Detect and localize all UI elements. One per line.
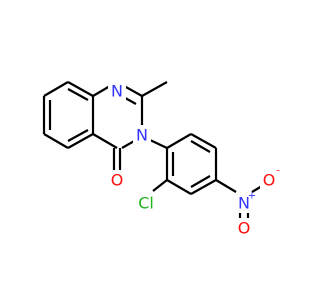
atom-n3: N [136, 126, 148, 145]
atom-n-nitro: N [238, 194, 250, 213]
ring-bond [92, 85, 111, 97]
label-mask [133, 125, 151, 145]
label-mask [260, 170, 278, 190]
double-bond-inner [190, 140, 211, 153]
atom-n1: N [111, 82, 123, 101]
atom-label-layer: N N O Cl N + O - O [108, 81, 280, 238]
double-bond-inner [190, 175, 211, 188]
label-mask [108, 81, 126, 101]
structure-canvas: N N O Cl N + O - O [42, 81, 280, 238]
atom-o-nitro-right: O [263, 171, 276, 190]
nitro-o-charge: - [276, 166, 280, 177]
ring-bond [166, 133, 192, 149]
label-mask [108, 170, 126, 190]
atom-o-carbonyl: O [111, 171, 124, 190]
atom-cl: Cl [138, 194, 154, 213]
label-mask [235, 218, 253, 238]
atom-o-nitro-down: O [238, 219, 251, 238]
molecule-diagram: N N O Cl N + O - O [42, 81, 280, 238]
label-mask [235, 193, 253, 213]
aryl-bond [149, 139, 168, 149]
nitro-n-charge: + [248, 191, 256, 202]
methyl-bond [141, 81, 168, 97]
ring-bond [123, 85, 143, 97]
double-bond-inner [67, 129, 89, 142]
ring-bond [166, 179, 192, 195]
ring-bond [92, 133, 118, 149]
double-bond-inner [67, 88, 89, 101]
ring-bond [43, 81, 69, 97]
chloro-bond [152, 179, 168, 192]
ring-bond [190, 179, 217, 195]
ring-bond [67, 133, 94, 149]
ring-bond [43, 133, 69, 149]
label-mask [132, 193, 160, 213]
nitro-bond [215, 179, 237, 193]
ring-bond [190, 133, 217, 149]
ring-bond [67, 81, 94, 97]
